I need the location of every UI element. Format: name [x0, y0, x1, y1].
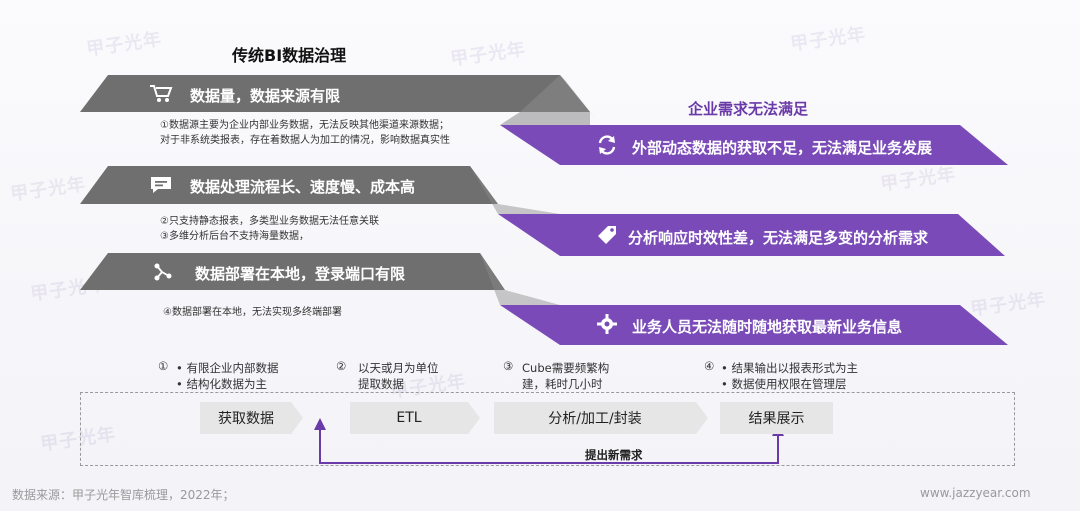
process-step-2: ETL — [350, 402, 468, 434]
note-line: 建，耗时几小时 — [522, 377, 603, 391]
tag-icon — [594, 224, 620, 246]
note-2: 以天或月为单位 提取数据 — [358, 360, 439, 392]
process-step-1: 获取数据 — [200, 402, 292, 434]
process-chevron-3 — [696, 402, 708, 434]
left-band-3-label: 数据部署在本地，登录端口有限 — [195, 265, 406, 283]
right-band-2-label: 分析响应时效性差，无法满足多变的分析需求 — [628, 229, 929, 247]
connector-2 — [470, 166, 560, 214]
left-band-3-desc: ④数据部署在本地，无法实现多终端部署 — [163, 305, 342, 320]
refresh-icon — [594, 134, 620, 156]
right-band-3 — [500, 305, 1008, 345]
note-4-number: ④ — [704, 359, 715, 373]
cart-icon — [148, 83, 174, 105]
desc-line: ④数据部署在本地，无法实现多终端部署 — [163, 307, 342, 318]
note-line: Cube需要频繁构 — [522, 361, 610, 375]
right-band-3-label: 业务人员无法随时随地获取最新业务信息 — [632, 318, 903, 336]
note-line: 以天或月为单位 — [358, 361, 439, 375]
connector-1 — [500, 75, 590, 130]
process-step-3: 分析/加工/封装 — [494, 402, 696, 434]
left-band-1 — [80, 75, 590, 112]
right-band-1-label: 外部动态数据的获取不足，无法满足业务发展 — [632, 139, 933, 157]
note-line: • 数据使用权限在管理层 — [721, 377, 847, 391]
process-chevron-2 — [468, 402, 480, 434]
note-2-number: ② — [336, 359, 347, 373]
note-3: Cube需要频繁构 建，耗时几小时 — [522, 360, 609, 392]
left-band-2-label: 数据处理流程长、速度慢、成本高 — [190, 178, 416, 196]
note-line: 提取数据 — [358, 377, 404, 391]
desc-line: ①数据源主要为企业内部业务数据，无法反映其他渠道来源数据； — [160, 120, 449, 131]
left-band-1-fold — [560, 75, 595, 118]
note-4: • 结果输出以报表形式为主 • 数据使用权限在管理层 — [721, 360, 858, 392]
process-chevron-1 — [291, 402, 303, 434]
right-title: 企业需求无法满足 — [688, 100, 809, 118]
note-1: • 有限企业内部数据 • 结构化数据为主 — [176, 360, 278, 392]
gear-icon — [594, 313, 620, 335]
process-container — [80, 392, 1015, 466]
feedback-label: 提出新需求 — [585, 448, 643, 462]
note-line: • 结构化数据为主 — [176, 377, 267, 391]
note-line: • 有限企业内部数据 — [176, 361, 279, 375]
left-band-3 — [80, 253, 505, 290]
left-title: 传统BI数据治理 — [232, 46, 347, 65]
left-band-2 — [80, 166, 498, 204]
connector-3 — [480, 253, 560, 305]
feedback-arrow — [319, 428, 779, 464]
right-band-2 — [498, 214, 1005, 256]
feedback-arrow-head-left — [314, 418, 326, 430]
note-line: • 结果输出以报表形式为主 — [721, 361, 858, 375]
right-band-1 — [500, 125, 1008, 165]
left-band-2-desc: ②只支持静态报表，多类型业务数据无法任意关联 ③多维分析后台不支持海量数据， — [160, 214, 379, 244]
share-icon — [150, 261, 176, 283]
footer-url[interactable]: www.jazzyear.com — [920, 486, 1031, 500]
footer-source: 数据来源：甲子光年智库梳理，2022年； — [12, 488, 235, 502]
note-3-number: ③ — [503, 359, 514, 373]
note-1-number: ① — [158, 359, 169, 373]
left-band-1-desc: ①数据源主要为企业内部业务数据，无法反映其他渠道来源数据； 对于非系统类报表，存… — [160, 118, 450, 148]
desc-line: ③多维分析后台不支持海量数据， — [160, 231, 309, 242]
chat-icon — [148, 174, 174, 196]
desc-line: 对于非系统类报表，存在着数据人为加工的情况，影响数据真实性 — [160, 135, 450, 146]
left-band-1-label: 数据量，数据来源有限 — [190, 87, 341, 105]
desc-line: ②只支持静态报表，多类型业务数据无法任意关联 — [160, 216, 379, 227]
process-step-4: 结果展示 — [720, 402, 833, 434]
